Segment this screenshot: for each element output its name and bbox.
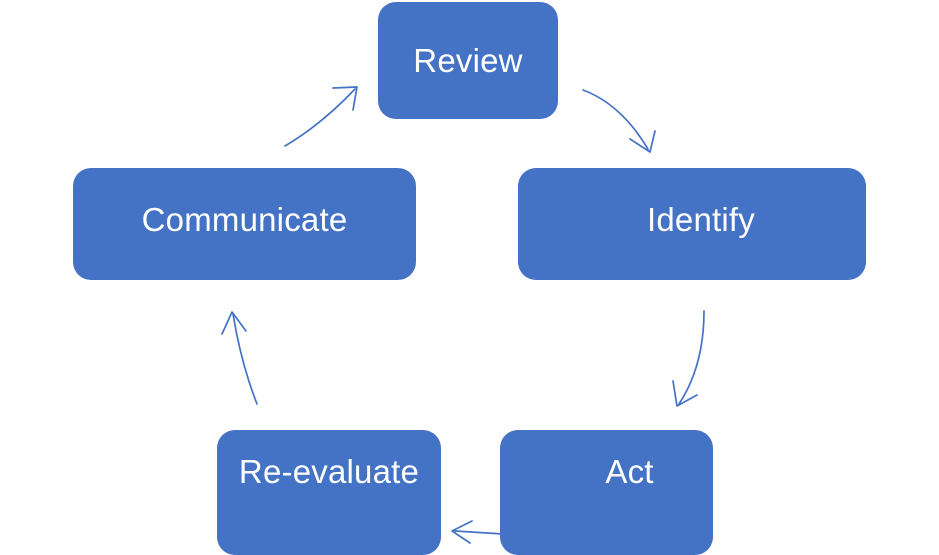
arrow-reevaluate-to-communicate xyxy=(221,311,258,405)
node-act[interactable]: Act xyxy=(500,430,713,555)
node-reevaluate-label: Re-evaluate xyxy=(238,453,420,490)
node-act-label: Act xyxy=(605,453,654,490)
node-communicate[interactable]: Communicate xyxy=(73,168,416,280)
node-communicate-label: Communicate xyxy=(141,200,348,238)
node-review[interactable]: Review xyxy=(378,2,558,119)
arrow-act-to-reevaluate xyxy=(451,520,504,544)
node-identify-label: Identify xyxy=(647,200,755,238)
node-reevaluate[interactable]: Re-evaluate xyxy=(217,430,441,555)
arrow-identify-to-act xyxy=(672,310,705,407)
arrow-communicate-to-review xyxy=(284,86,358,147)
arrow-review-to-identify xyxy=(582,89,656,153)
node-review-label: Review xyxy=(413,42,523,79)
node-identify[interactable]: Identify xyxy=(518,168,866,280)
